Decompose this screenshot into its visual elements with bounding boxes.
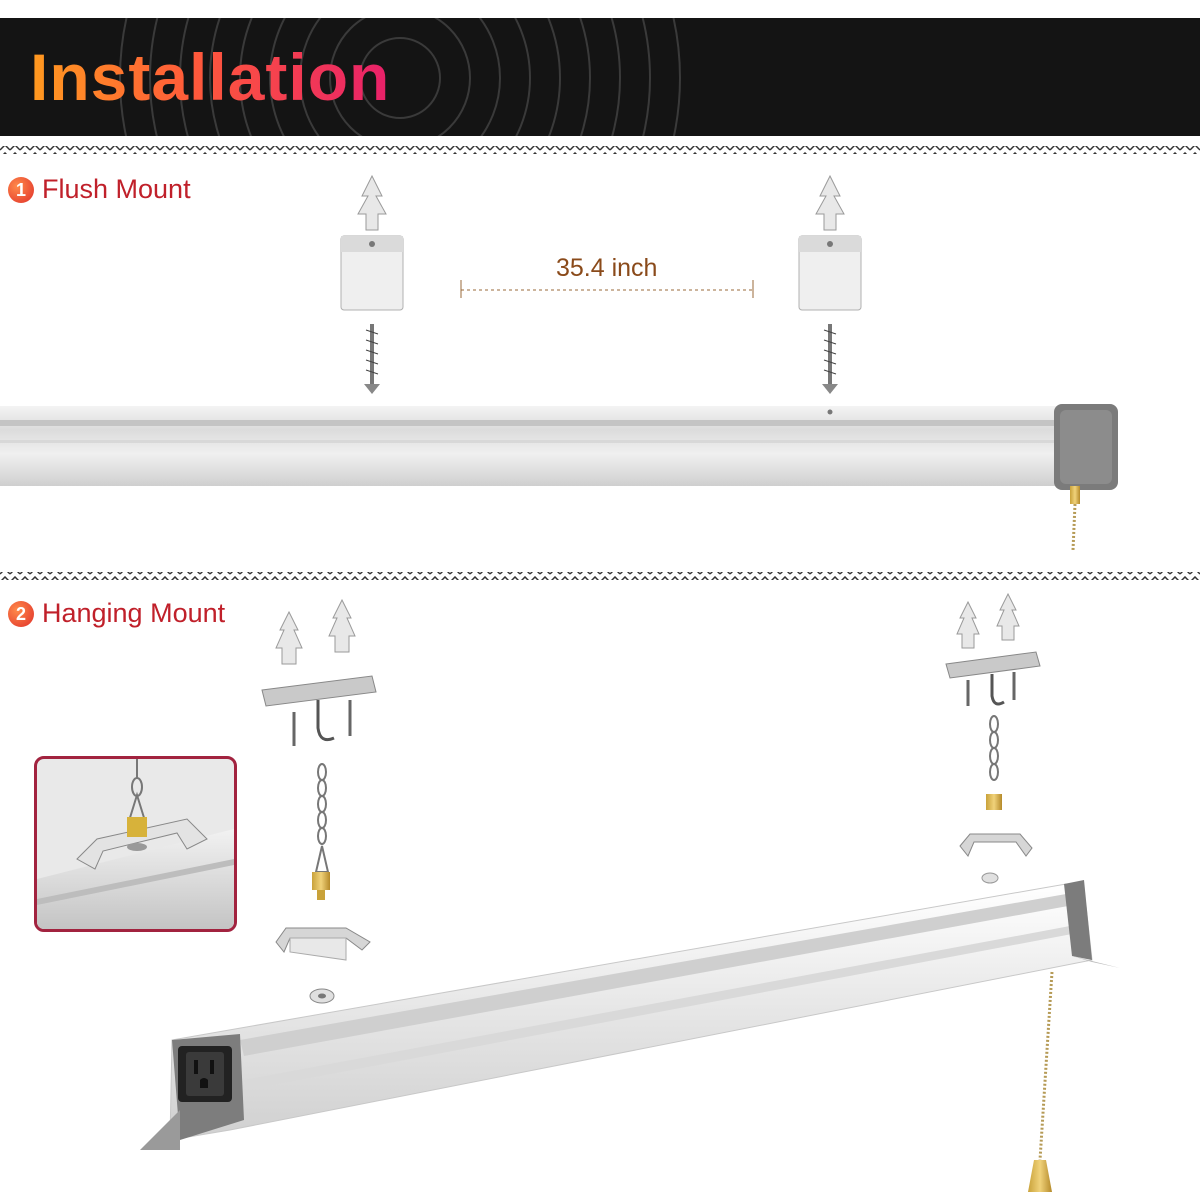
ceiling-plate-left bbox=[261, 675, 377, 742]
radial-rings-decoration bbox=[119, 18, 681, 136]
flush-mount-label: Flush Mount bbox=[42, 174, 191, 204]
wall-anchor-pair-right bbox=[956, 592, 1020, 649]
page-title: Installation bbox=[30, 40, 391, 114]
separator-top bbox=[0, 146, 1200, 154]
screw-right bbox=[822, 324, 838, 394]
wall-anchor-pair-left bbox=[275, 598, 356, 665]
wall-anchor-left bbox=[357, 174, 387, 231]
step-badge-2: 2 bbox=[8, 600, 34, 627]
header: Installation bbox=[0, 0, 1200, 140]
brass-hook-connector-right bbox=[986, 794, 1002, 810]
hanging-mount-heading: 2 Hanging Mount bbox=[8, 598, 225, 629]
distance-label: 35.4 inch bbox=[556, 254, 658, 282]
nut-left bbox=[309, 988, 335, 1004]
chain-right bbox=[989, 715, 999, 781]
step-badge-1: 1 bbox=[8, 176, 34, 203]
header-banner bbox=[0, 18, 1200, 136]
hanging-clip-left bbox=[275, 927, 371, 961]
dimension-line bbox=[460, 280, 754, 298]
mounting-clip-right bbox=[798, 235, 862, 311]
hanging-light-fixture bbox=[140, 880, 1120, 1150]
screw-left bbox=[364, 324, 380, 394]
detail-inset bbox=[34, 756, 237, 932]
flush-mount-heading: 1 Flush Mount bbox=[8, 174, 191, 205]
pull-chain-switch[interactable] bbox=[1028, 971, 1054, 1192]
hanging-mount-label: Hanging Mount bbox=[42, 598, 226, 628]
screws-right-pair bbox=[966, 672, 1016, 706]
wall-anchor-right bbox=[815, 174, 845, 231]
mounting-clip-left bbox=[340, 235, 404, 311]
chain-left bbox=[317, 763, 327, 845]
separator-middle bbox=[0, 572, 1200, 580]
clip-detail-illustration bbox=[37, 759, 234, 929]
ceiling-plate-right bbox=[945, 651, 1041, 706]
hanging-clip-right bbox=[959, 833, 1033, 884]
flush-light-fixture bbox=[0, 404, 1118, 551]
screws-left-pair bbox=[292, 700, 352, 746]
brass-hook-connector-left bbox=[312, 845, 330, 900]
